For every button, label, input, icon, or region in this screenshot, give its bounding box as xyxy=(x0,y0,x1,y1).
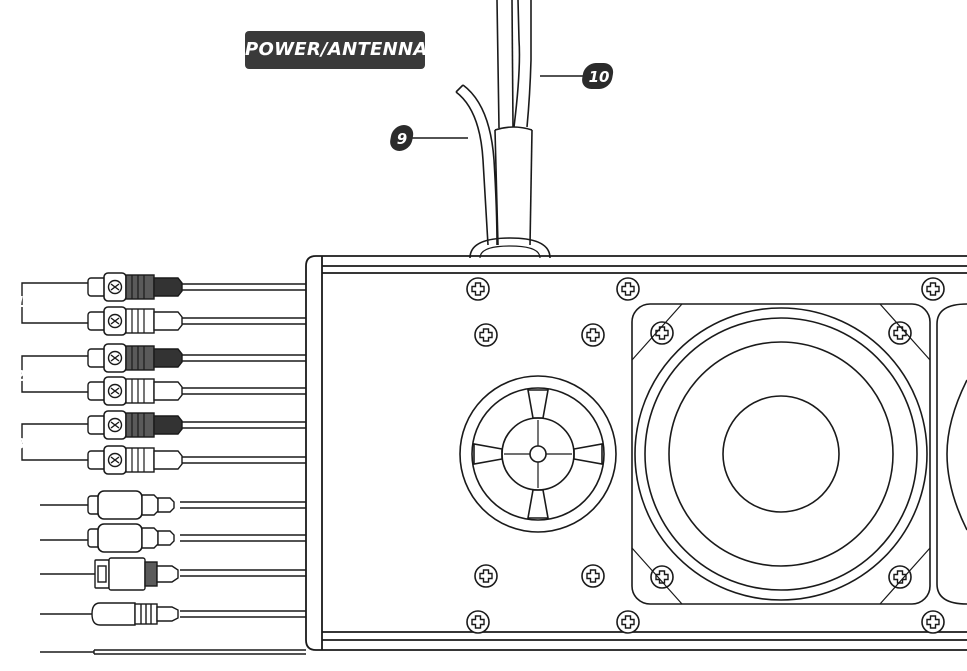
usb-connector-6 xyxy=(94,557,179,591)
barrel-connector-5 xyxy=(87,523,175,553)
speaker-housing xyxy=(305,255,967,651)
svg-text:1: 1 xyxy=(15,293,25,311)
rca-pair-2 xyxy=(87,343,183,406)
callout-8: 8 xyxy=(23,645,33,663)
callout-1: 1 xyxy=(15,293,25,311)
svg-text:8: 8 xyxy=(23,645,33,663)
svg-text:5: 5 xyxy=(23,532,33,550)
power-antenna-label: POWER/ANTENNA xyxy=(245,31,427,69)
svg-text:9: 9 xyxy=(397,130,407,148)
svg-text:6: 6 xyxy=(23,566,33,584)
rca-pair-3 xyxy=(87,410,183,475)
callout-7: 7 xyxy=(23,606,34,624)
callout-10: 10 xyxy=(582,63,614,89)
power-antenna-cables xyxy=(455,0,551,259)
svg-text:10: 10 xyxy=(589,68,610,86)
aux-connector-7 xyxy=(91,602,179,626)
callout-badges: 1 2 3 4 5 6 7 8 xyxy=(15,63,614,663)
vent-port-icon xyxy=(459,375,617,533)
callout-4: 4 xyxy=(22,497,33,515)
speaker-driver-icon xyxy=(631,303,967,605)
svg-text:4: 4 xyxy=(22,497,33,515)
connector-wires xyxy=(93,283,306,655)
barrel-connector-4 xyxy=(87,490,175,520)
callout-3: 3 xyxy=(15,435,25,453)
callout-9: 9 xyxy=(390,125,414,151)
callout-brackets xyxy=(21,75,584,653)
svg-text:7: 7 xyxy=(23,606,34,624)
rca-pair-1 xyxy=(87,272,183,336)
callout-2: 2 xyxy=(15,367,25,385)
callout-6: 6 xyxy=(23,566,33,584)
callout-5: 5 xyxy=(23,532,33,550)
svg-text:3: 3 xyxy=(15,435,25,453)
svg-text:2: 2 xyxy=(15,367,25,385)
